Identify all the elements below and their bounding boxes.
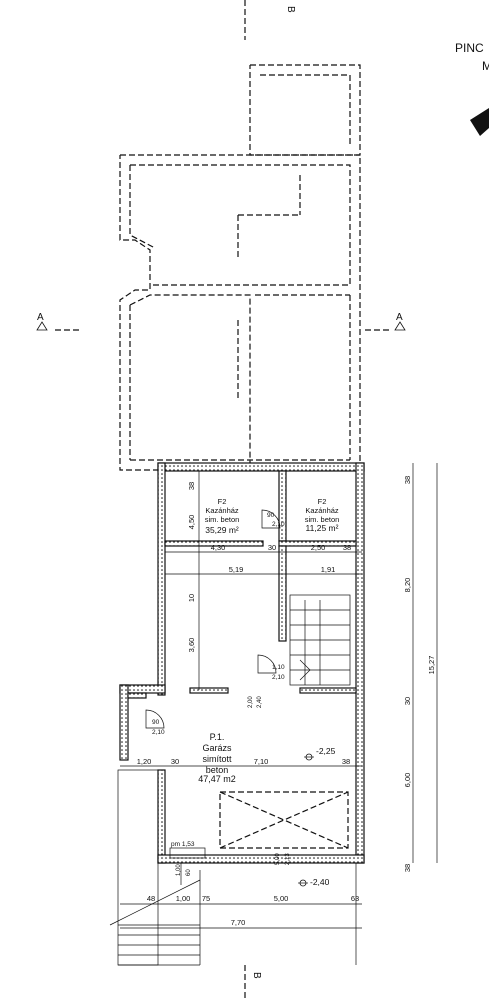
svg-text:1,10: 1,10 — [272, 664, 285, 671]
svg-text:38: 38 — [343, 543, 351, 552]
svg-text:60: 60 — [186, 869, 192, 876]
exterior-stairs — [109, 769, 206, 966]
door-tag-1: 90 2,10 — [267, 512, 285, 528]
pm-label: pm 1,53 — [171, 841, 195, 848]
svg-text:30: 30 — [403, 697, 412, 705]
svg-text:4,50: 4,50 — [187, 515, 196, 530]
svg-text:2,10: 2,10 — [152, 729, 165, 736]
svg-text:48: 48 — [147, 894, 155, 903]
room-name: Kazánház — [205, 506, 239, 515]
svg-text:2,50: 2,50 — [311, 543, 326, 552]
svg-text:1,20: 1,20 — [137, 757, 152, 766]
door-tag-6: 1,00 60 — [176, 864, 192, 876]
room-finish: sim. beton — [305, 515, 340, 524]
svg-text:2,13: 2,13 — [285, 853, 291, 865]
section-b-top-label: B — [285, 6, 296, 13]
upper-floor-outline — [119, 64, 361, 471]
svg-text:3,60: 3,60 — [187, 638, 196, 653]
door-tag-4: 2,00 2,40 — [248, 696, 263, 708]
section-a-left-label: A — [37, 312, 44, 323]
svg-text:30: 30 — [268, 543, 276, 552]
section-line-b: B B — [244, 0, 296, 1000]
room-finish-1: simított — [202, 754, 232, 764]
dim-row-3: 1,20 30 7,10 38 — [137, 757, 350, 766]
room-area: 11,25 m² — [306, 523, 339, 533]
room-code: F2 — [318, 497, 327, 506]
svg-text:2,40: 2,40 — [257, 696, 263, 708]
room-name: Kazánház — [305, 506, 339, 515]
north-arrow-icon — [470, 108, 489, 136]
svg-text:2,00: 2,00 — [248, 696, 254, 708]
door-tag-5: 5,00 2,13 — [275, 853, 291, 865]
room-name: Garázs — [202, 743, 232, 753]
svg-text:5,00: 5,00 — [275, 853, 281, 865]
svg-text:8,20: 8,20 — [403, 578, 412, 593]
svg-text:1,00: 1,00 — [176, 864, 182, 876]
section-a-right-label: A — [396, 312, 403, 323]
dim-row-5: 7,70 — [231, 918, 246, 927]
svg-text:5,19: 5,19 — [229, 565, 244, 574]
room-code: F2 — [218, 497, 227, 506]
room-code: P.1. — [210, 732, 225, 742]
svg-text:38: 38 — [342, 757, 350, 766]
door-tag-2: 90 2,10 — [152, 719, 165, 736]
svg-text:75: 75 — [202, 894, 210, 903]
room-finish-2: beton — [206, 765, 229, 775]
room-p1-garage: P.1. Garázs simított beton 47,47 m2 — [198, 732, 236, 784]
svg-text:5,00: 5,00 — [274, 894, 289, 903]
door-swings — [145, 509, 281, 729]
room-area: 35,29 m² — [205, 525, 239, 535]
section-b-bottom-label: B — [251, 972, 262, 979]
dim-vertical-inner: 38 4,50 10 3,60 — [187, 482, 196, 652]
svg-text:1,91: 1,91 — [321, 565, 336, 574]
room-finish: sim. beton — [205, 515, 240, 524]
dim-total: 15,27 — [427, 656, 436, 675]
level-marker-garage: -2,25 — [304, 746, 336, 761]
title-line-2: M — [482, 59, 489, 73]
svg-text:10: 10 — [187, 594, 196, 602]
svg-text:4,30: 4,30 — [211, 543, 226, 552]
stairs — [289, 594, 351, 686]
section-line-a: A A — [36, 312, 406, 331]
door-tag-3: 1,10 2,10 — [272, 664, 285, 681]
title-block: PINC M — [455, 41, 489, 136]
basement-walls — [119, 462, 365, 864]
svg-text:2,10: 2,10 — [272, 674, 285, 681]
svg-text:38: 38 — [187, 482, 196, 490]
dim-row-2: 5,19 1,91 — [229, 565, 336, 574]
dimension-lines — [120, 463, 438, 965]
dim-row-1: 4,30 30 2,50 38 — [211, 543, 351, 552]
level-value: -2,25 — [316, 746, 336, 756]
svg-text:30: 30 — [171, 757, 179, 766]
dim-vertical-right: 38 8,20 30 6,00 38 15,27 — [403, 476, 436, 872]
svg-text:90: 90 — [152, 719, 160, 726]
room-f2-large: F2 Kazánház sim. beton 35,29 m² — [205, 497, 240, 535]
svg-text:7,10: 7,10 — [254, 757, 269, 766]
svg-text:1,00: 1,00 — [176, 894, 191, 903]
level-value: -2,40 — [310, 877, 330, 887]
title-line-1: PINC — [455, 41, 484, 55]
svg-text:38: 38 — [403, 864, 412, 872]
svg-text:63: 63 — [351, 894, 359, 903]
svg-text:6,00: 6,00 — [403, 773, 412, 788]
svg-text:2,10: 2,10 — [272, 521, 285, 528]
svg-text:90: 90 — [267, 512, 275, 519]
dim-row-4: 48 1,00 75 5,00 63 — [147, 894, 359, 903]
svg-text:38: 38 — [403, 476, 412, 484]
room-f2-small: F2 Kazánház sim. beton 11,25 m² — [305, 497, 340, 533]
level-marker-entry: -2,40 — [298, 877, 330, 887]
garage-door-outline — [219, 791, 349, 849]
room-area: 47,47 m2 — [198, 774, 236, 784]
